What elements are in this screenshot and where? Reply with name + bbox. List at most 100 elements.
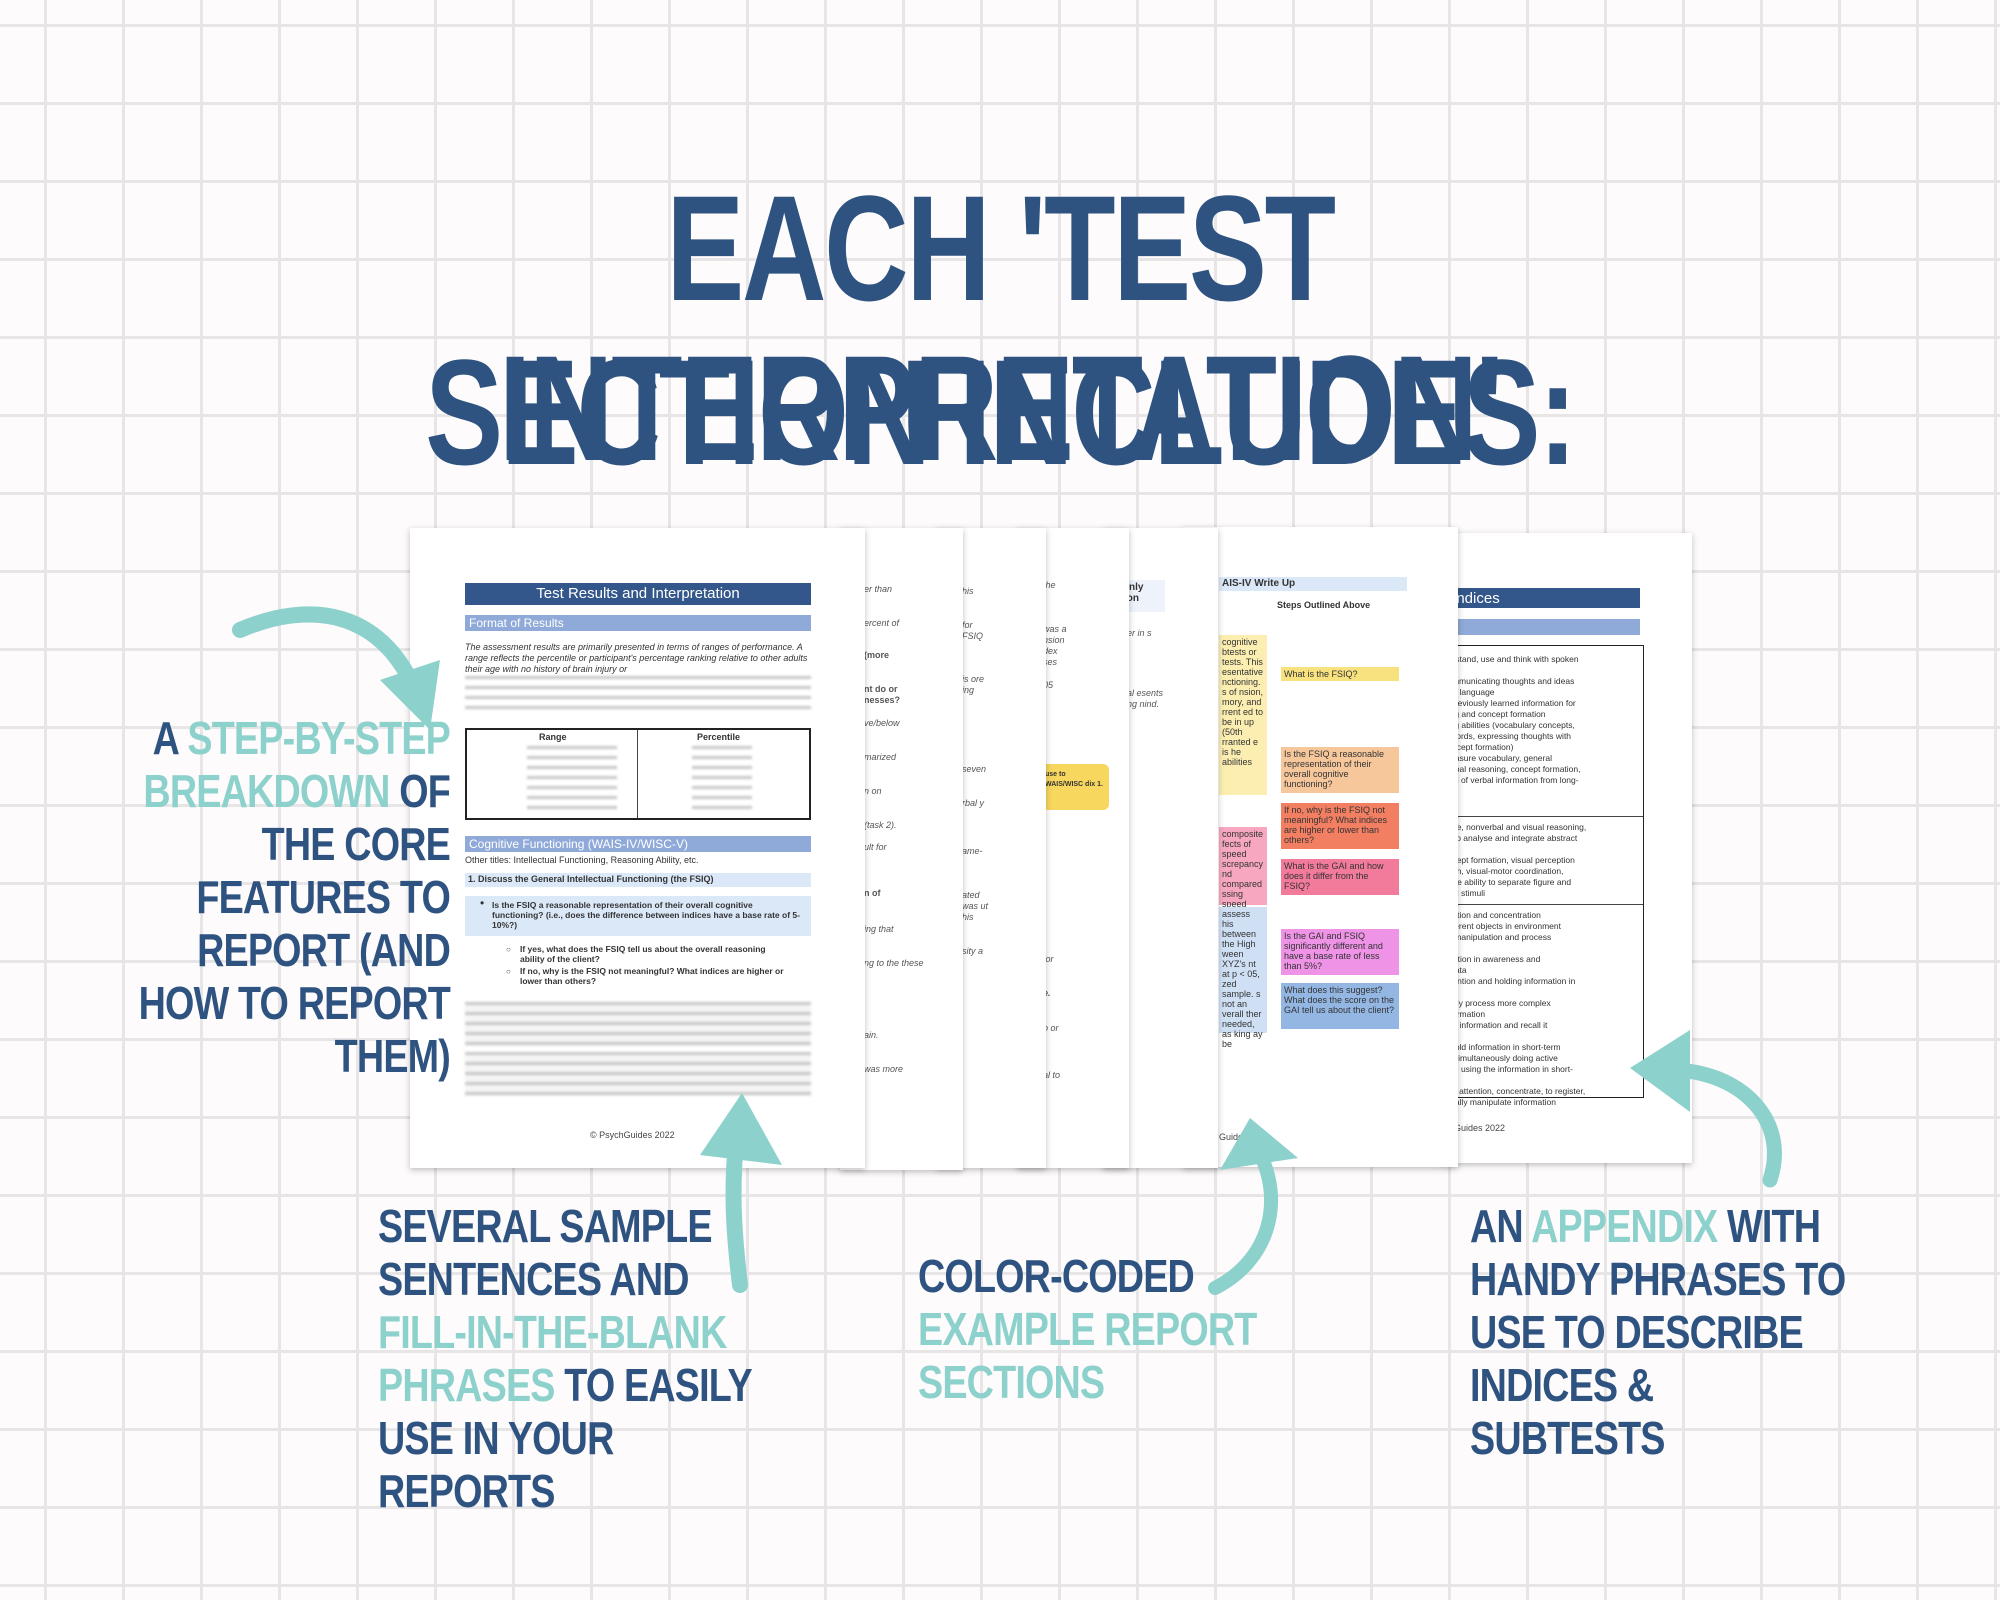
mid3-frag-5: e. bbox=[1043, 988, 1051, 998]
mid1-frag-1: er than bbox=[864, 584, 893, 594]
caption-b1-line-3: FILL-IN-THE-BLANK bbox=[378, 1306, 727, 1358]
front-other-titles: Other titles: Intellectual Functioning, … bbox=[465, 855, 699, 865]
caption-b2-line-2: EXAMPLE REPORT bbox=[918, 1303, 1257, 1355]
mid2-frag-4: seven bbox=[962, 764, 987, 774]
mid2-frag-2: for FSIQ bbox=[962, 620, 984, 641]
caption-left-line-1: A STEP-BY-STEP bbox=[152, 712, 451, 764]
mid1-frag-11: ing that bbox=[864, 924, 894, 934]
mid1-frag-4: nt do or nesses? bbox=[864, 684, 901, 705]
mid4-frag-3: al esents ng nind. bbox=[1127, 688, 1164, 709]
mid1-frag-10: n of bbox=[864, 888, 881, 898]
front-range-table: Range Percentile bbox=[465, 728, 811, 820]
front-cog-header: Cognitive Functioning (WAIS-IV/WISC-V) bbox=[465, 836, 811, 852]
caption-left-line-6: HOW TO REPORT bbox=[138, 977, 451, 1029]
curved-arrow-middle-icon bbox=[1208, 1118, 1298, 1295]
mid1-frag-12: ng to the these bbox=[864, 958, 924, 968]
front-q1: 1. Discuss the General Intellectual Func… bbox=[465, 873, 811, 887]
mid1-frag-5: ve/below bbox=[864, 718, 900, 728]
caption-b2-line-1: COLOR-CODED bbox=[918, 1250, 1195, 1302]
mid1-frag-7: n on bbox=[864, 786, 882, 796]
mid1-frag-9: ult for bbox=[864, 842, 887, 852]
front-sample-blur-1 bbox=[465, 1002, 811, 1046]
mid3-yellow-note: use to WAIS/WISC dix 1. bbox=[1041, 764, 1109, 810]
colorcoded-gai: What is the GAI and how does it differ f… bbox=[1281, 859, 1399, 895]
colorcoded-left-yellow: cognitive btests or tests. This esentati… bbox=[1219, 635, 1267, 795]
front-intro: The assessment results are primarily pre… bbox=[465, 642, 808, 674]
mid1-frag-2: ercent of bbox=[864, 618, 900, 628]
caption-b2-line-3: SECTIONS bbox=[918, 1356, 1105, 1408]
mid1-frag-3: (more bbox=[864, 650, 890, 660]
caption-b3-line-1: AN APPENDIX WITH bbox=[1470, 1200, 1821, 1252]
caption-b3-line-2: HANDY PHRASES TO bbox=[1470, 1253, 1846, 1305]
mid2-frag-8: sity a bbox=[962, 946, 984, 956]
colorcoded-not-meaningful: If no, why is the FSIQ not meaningful? W… bbox=[1281, 803, 1399, 849]
colorcoded-reasonable: Is the FSIQ a reasonable representation … bbox=[1281, 747, 1399, 793]
front-table-head-pct: Percentile bbox=[697, 732, 741, 742]
caption-b1-line-4: PHRASES TO EASILY bbox=[378, 1359, 753, 1411]
curved-arrow-up-icon bbox=[700, 1093, 782, 1293]
front-sub-2: If no, why is the FSIQ not meaningful? W… bbox=[520, 966, 784, 986]
caption-left-line-2: BREAKDOWN OF bbox=[143, 765, 450, 817]
front-sample-blur-2 bbox=[465, 1052, 811, 1096]
caption-color-coded: COLOR-CODED EXAMPLE REPORT SECTIONS bbox=[918, 1250, 1262, 1409]
appendix-table: derstand, use and think with spoken comm… bbox=[1440, 645, 1644, 1107]
mid2-frag-3: is ore ing bbox=[962, 674, 985, 695]
caption-appendix: AN APPENDIX WITH HANDY PHRASES TO USE TO… bbox=[1470, 1200, 1847, 1465]
caption-left-line-4: FEATURES TO bbox=[196, 871, 450, 923]
front-sub-1: If yes, what does the FSIQ tell us about… bbox=[520, 944, 766, 964]
doc-page-colorcoded: AIS-IV Write Up Steps Outlined Above cog… bbox=[1183, 527, 1458, 1167]
mid3-frag-3: 05 bbox=[1043, 680, 1054, 690]
mid1-frag-13: ain. bbox=[864, 1030, 879, 1040]
caption-b3-line-4: INDICES & SUBTESTS bbox=[1470, 1359, 1665, 1464]
mid2-frag-7: ated was ut his bbox=[962, 890, 989, 922]
caption-left-line-7: THEM) bbox=[334, 1030, 451, 1082]
mid2-frag-6: ame- bbox=[962, 846, 983, 856]
doc-page-front: Test Results and Interpretation Format o… bbox=[410, 528, 865, 1168]
colorcoded-gai-fsiq-diff: Is the GAI and FSIQ significantly differ… bbox=[1281, 929, 1399, 975]
caption-left-line-5: REPORT (AND bbox=[197, 924, 451, 976]
title-line-1: EACH 'TEST INTERPRETATION' bbox=[498, 164, 1504, 492]
colorcoded-header: AIS-IV Write Up bbox=[1219, 577, 1407, 591]
colorcoded-steps: Steps Outlined Above bbox=[1277, 600, 1371, 610]
front-bullet-box bbox=[465, 896, 811, 936]
colorcoded-left-blue: assess his between the High ween XYZ's n… bbox=[1219, 907, 1267, 1049]
appendix-row-2: ence, nonverbal and visual reasoning, it… bbox=[1443, 822, 1587, 898]
caption-b1-line-1: SEVERAL SAMPLE bbox=[378, 1200, 712, 1252]
curved-arrow-left-icon bbox=[232, 606, 440, 730]
mid1-frag-14: was more bbox=[864, 1064, 904, 1074]
front-table-head-range: Range bbox=[539, 732, 567, 742]
appendix-header: endices bbox=[1440, 588, 1640, 608]
caption-b1-line-2: SENTENCES AND bbox=[378, 1253, 690, 1305]
front-sub-dot-1: ○ bbox=[506, 945, 511, 954]
caption-sample-sentences: SEVERAL SAMPLE SENTENCES AND FILL-IN-THE… bbox=[378, 1200, 772, 1518]
front-bullet-dot: • bbox=[480, 896, 485, 910]
mid3-frag-1: the bbox=[1043, 580, 1056, 590]
mid3-frag-6: o or bbox=[1043, 1023, 1059, 1033]
front-bullet: Is the FSIQ a reasonable representation … bbox=[492, 900, 800, 930]
mid3-frag-2: was a nsion dex ses bbox=[1043, 624, 1067, 667]
front-sub-dot-2: ○ bbox=[506, 967, 511, 976]
mid2-frag-1: his bbox=[962, 586, 974, 596]
appendix-row-1: derstand, use and think with spoken comm… bbox=[1443, 654, 1581, 796]
mid1-frag-6: marized bbox=[864, 752, 897, 762]
caption-left-line-3: THE CORE bbox=[261, 818, 451, 870]
caption-b3-line-3: USE TO DESCRIBE bbox=[1470, 1306, 1804, 1358]
mid1-frag-8: (task 2). bbox=[864, 820, 897, 830]
title-line-2: SECTION INCLUDES: bbox=[425, 328, 1577, 496]
mid4-frag-2: er in s bbox=[1127, 628, 1152, 638]
front-header: Test Results and Interpretation bbox=[465, 583, 811, 605]
mid3-frag-4: for bbox=[1043, 954, 1054, 964]
front-intro-blur bbox=[465, 676, 811, 716]
colorcoded-suggest: What does this suggest? What does the sc… bbox=[1281, 983, 1399, 1029]
curved-arrow-right-icon bbox=[1630, 1030, 1782, 1188]
caption-step-by-step: A STEP-BY-STEP BREAKDOWN OF THE CORE FEA… bbox=[130, 712, 451, 1083]
appendix-subheader bbox=[1440, 619, 1640, 635]
colorcoded-fsiq: What is the FSIQ? bbox=[1281, 667, 1399, 681]
colorcoded-footer: Guide bbox=[1219, 1132, 1244, 1142]
colorcoded-left-pink: composite fects of speed screpancy nd co… bbox=[1219, 827, 1267, 909]
appendix-row-3: ttention and concentration different obj… bbox=[1443, 910, 1586, 1107]
mid3-frag-7: al to bbox=[1043, 1070, 1061, 1080]
front-footer: © PsychGuides 2022 bbox=[590, 1130, 675, 1140]
front-format-header: Format of Results bbox=[465, 615, 811, 631]
appendix-footer: Guides 2022 bbox=[1454, 1123, 1506, 1133]
